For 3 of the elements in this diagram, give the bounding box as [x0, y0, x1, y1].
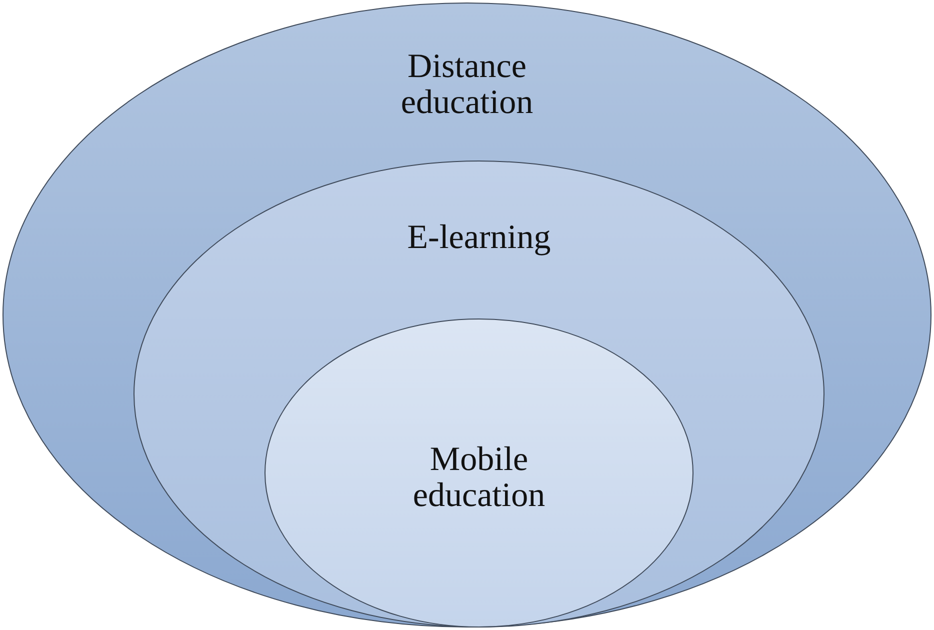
- set-label: Distance education: [400, 49, 534, 121]
- set-label: E-learning: [406, 220, 552, 256]
- set-label: Mobile education: [412, 442, 546, 514]
